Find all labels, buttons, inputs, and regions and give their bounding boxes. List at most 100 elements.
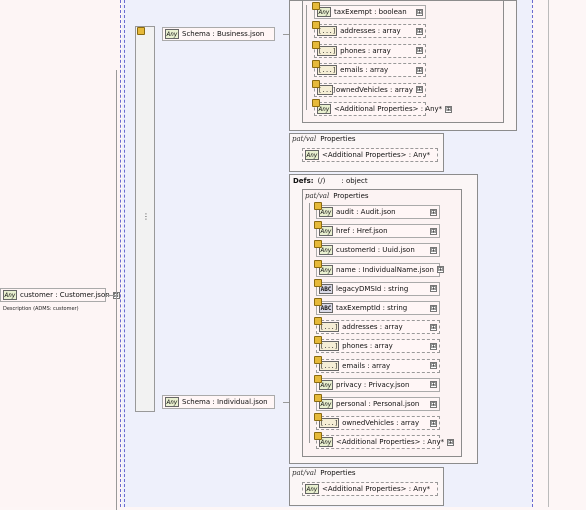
expand-icon[interactable]: ⊞: [430, 342, 437, 350]
array-type-icon: [...]: [319, 418, 340, 429]
array-type-icon: [...]: [319, 360, 340, 371]
root-node-customer[interactable]: Any customer : Customer.json ⊟: [0, 288, 120, 302]
array-type-icon: [...]: [319, 341, 340, 352]
lock-icon: [314, 394, 322, 402]
property-label: <Additional Properties> : Any*: [334, 105, 443, 113]
expand-icon[interactable]: ⊞: [430, 400, 437, 408]
additional-properties-label: <Additional Properties> : Any*: [322, 151, 431, 159]
schema-node-individual[interactable]: Any Schema : Individual.json: [162, 395, 275, 409]
lock-icon: [312, 40, 320, 49]
choice-icon[interactable]: ⋮: [142, 212, 150, 221]
lock-icon: [314, 221, 322, 230]
property-node[interactable]: [...]phones : array⊞: [316, 339, 440, 354]
panel-border: [532, 0, 533, 507]
lock-icon: [312, 60, 320, 69]
properties-header-label: Properties: [320, 135, 356, 143]
any-type-icon: Any: [305, 150, 319, 160]
property-label: href : Href.json: [336, 227, 388, 236]
any-type-icon: Any: [317, 7, 331, 17]
root-description: Description (ADMS: customer): [3, 306, 79, 312]
property-label: personal : Personal.json: [336, 400, 420, 408]
defs-kind: (/): [317, 177, 326, 185]
defs-header: Defs: (/) : object: [293, 177, 368, 185]
lock-icon: [314, 259, 322, 268]
additional-properties-node[interactable]: Any <Additional Properties> : Any*: [302, 482, 438, 496]
expand-icon[interactable]: ⊞: [416, 47, 423, 55]
lock-icon: [312, 99, 320, 107]
lock-icon: [314, 278, 322, 287]
property-node[interactable]: [...]addresses : array⊞: [316, 320, 440, 335]
lock-icon: [314, 298, 322, 306]
lock-icon: [314, 355, 322, 364]
lock-icon: [314, 432, 322, 441]
array-type-icon: [...]: [317, 65, 338, 76]
string-type-icon: ABC: [319, 303, 333, 313]
property-node[interactable]: [...]phones : array⊞: [314, 43, 426, 58]
expand-icon[interactable]: ⊞: [430, 304, 437, 312]
outer-frame-line: [548, 0, 549, 507]
expand-icon[interactable]: ⊞: [416, 86, 423, 94]
any-type-icon: Any: [319, 207, 333, 217]
property-label: privacy : Privacy.json: [336, 380, 410, 389]
property-label: legacyDMSId : string: [336, 284, 409, 293]
additional-properties-label: <Additional Properties> : Any*: [322, 485, 431, 493]
properties-header-label: Properties: [320, 469, 356, 477]
expand-icon[interactable]: ⊞: [430, 362, 437, 370]
expand-icon[interactable]: ⊞: [430, 419, 437, 427]
lock-icon: [314, 317, 322, 326]
expand-icon[interactable]: ⊞: [416, 66, 423, 74]
property-label: addresses : array: [340, 27, 401, 36]
any-type-icon: Any: [319, 226, 333, 237]
expand-icon[interactable]: ⊞: [436, 266, 444, 274]
schema-node-business[interactable]: Any Schema : Business.json: [162, 27, 275, 41]
property-node[interactable]: [...]addresses : array⊞: [314, 24, 426, 39]
expand-icon[interactable]: ⊞: [416, 8, 423, 16]
pattern-properties-icon: pat/val: [305, 192, 330, 200]
expand-icon[interactable]: ⊞: [430, 208, 437, 216]
defs-type: : object: [341, 177, 368, 185]
property-node[interactable]: [...]ownedVehicles : array⊞: [316, 416, 440, 431]
pattern-properties-icon: pat/val: [292, 135, 317, 143]
additional-properties-node[interactable]: Any <Additional Properties> : Any*: [302, 148, 438, 162]
any-type-icon: Any: [319, 264, 333, 275]
connector: [116, 70, 117, 510]
expand-icon[interactable]: ⊞: [430, 381, 437, 389]
lock-icon: [137, 27, 145, 35]
expand-icon[interactable]: ⊞: [430, 285, 437, 293]
lock-icon: [314, 374, 322, 383]
connector: [283, 34, 289, 35]
property-node[interactable]: [...]emails : array ⊞: [314, 63, 426, 78]
string-type-icon: ABC: [319, 283, 333, 294]
expand-icon[interactable]: ⊞: [430, 227, 437, 235]
any-type-icon: Any: [305, 484, 319, 494]
array-type-icon: [...]: [319, 322, 340, 333]
pattern-properties-icon: pat/val: [292, 469, 317, 477]
property-node[interactable]: [...]emails : array⊞: [316, 358, 440, 373]
lock-icon: [314, 336, 322, 345]
any-type-icon: Any: [319, 437, 333, 448]
property-label: phones : array: [340, 46, 391, 55]
choice-compositor[interactable]: [135, 26, 155, 412]
properties-header: pat/val Properties: [305, 192, 369, 200]
property-node[interactable]: Any<Additional Properties> : Any*⊞: [314, 102, 453, 116]
expand-icon[interactable]: ⊞: [430, 246, 437, 254]
expand-icon[interactable]: ⊞: [416, 27, 423, 35]
expand-icon[interactable]: ⊞: [447, 438, 455, 446]
connector: [306, 5, 307, 110]
lock-icon: [312, 2, 320, 10]
expand-icon[interactable]: ⊞: [430, 323, 437, 331]
property-label: audit : Audit.json: [336, 208, 396, 216]
property-node[interactable]: Any<Additional Properties> : Any*⊞: [316, 435, 455, 450]
expand-icon[interactable]: ⊞: [445, 105, 453, 113]
property-label: emails : array: [340, 66, 389, 75]
property-node[interactable]: [...]ownedVehicles : array⊞: [314, 82, 426, 97]
